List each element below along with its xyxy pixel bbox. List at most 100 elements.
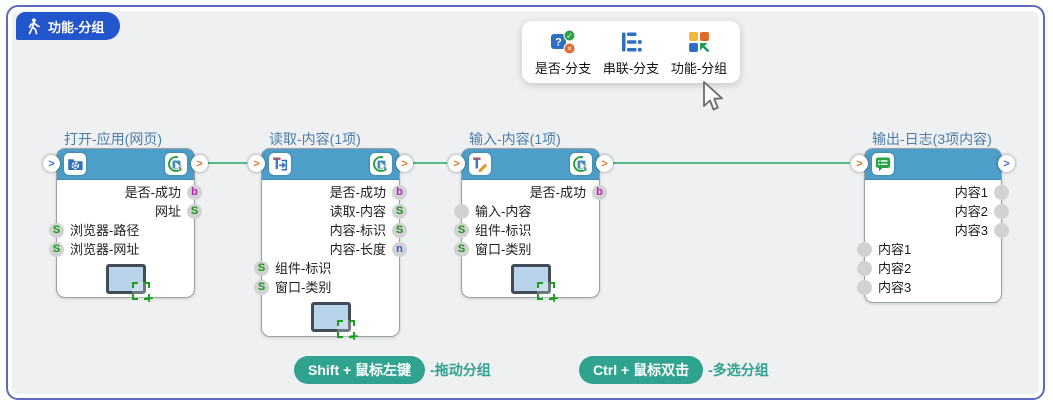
connection-wire[interactable] [412, 162, 447, 164]
data-port[interactable] [857, 280, 872, 295]
param-label: 内容1 [878, 242, 912, 257]
param-label: 内容-标识 [329, 223, 386, 238]
data-port[interactable]: S [392, 204, 407, 219]
param-label: 网址 [154, 204, 181, 219]
data-port[interactable]: S [49, 242, 64, 257]
svg-text:?: ? [555, 37, 562, 49]
data-port[interactable]: S [392, 223, 407, 238]
mouse-cursor-icon [702, 81, 726, 118]
shortcut-description: -多选分组 [708, 362, 769, 378]
node-header[interactable]: >> [448, 149, 613, 180]
param-label: 内容-长度 [329, 242, 386, 257]
palette-item-condition-branch[interactable]: ? ✓ ✕ 是否-分支 [534, 28, 592, 77]
palette-item-function-group[interactable]: 功能-分组 [670, 28, 728, 77]
selection-box-icon [536, 282, 555, 300]
node-header[interactable]: >> [43, 149, 208, 180]
param-row: 内容1 [865, 183, 1009, 202]
param-row: 内容3 [857, 278, 1001, 297]
data-port[interactable]: S [254, 280, 269, 295]
data-port[interactable] [994, 185, 1009, 200]
target-element-thumbnail[interactable]: + [510, 264, 559, 307]
param-row: 内容-长度 n [262, 240, 407, 259]
plus-icon: + [349, 328, 359, 345]
selection-box-icon [336, 320, 355, 338]
param-label: 组件-标识 [275, 261, 332, 276]
target-element-thumbnail[interactable]: + [310, 302, 359, 345]
text-read-icon [269, 153, 291, 175]
node-title: 打开-应用(网页) [64, 131, 162, 147]
node-header[interactable]: >> [248, 149, 413, 180]
param-label: 内容2 [878, 261, 912, 276]
data-port[interactable] [857, 242, 872, 257]
shortcut-hint-multiselect: Ctrl + 鼠标双击 -多选分组 [579, 356, 769, 384]
data-port[interactable]: b [187, 185, 202, 200]
flow-in-port[interactable]: > [248, 155, 265, 172]
shortcut-hint-drag: Shift + 鼠标左键 -拖动分组 [294, 356, 491, 384]
walking-person-icon [26, 17, 41, 35]
flow-out-port[interactable]: > [191, 155, 208, 172]
element-picker-button[interactable] [570, 153, 592, 175]
data-port[interactable]: S [254, 261, 269, 276]
connection-wire[interactable] [612, 162, 850, 164]
flow-out-port[interactable]: > [998, 155, 1015, 172]
shortcut-description: -拖动分组 [430, 362, 491, 378]
condition-branch-icon: ? ✓ ✕ [550, 28, 576, 56]
shortcut-key-badge: Shift + 鼠标左键 [294, 356, 426, 384]
group-badge-label: 功能-分组 [48, 19, 105, 35]
flow-in-port[interactable]: > [43, 155, 60, 172]
param-row: 内容1 [857, 240, 1001, 259]
selection-box-icon [131, 282, 150, 300]
node-header[interactable]: >> [851, 149, 1015, 180]
data-port[interactable]: S [187, 204, 202, 219]
data-port[interactable]: S [49, 223, 64, 238]
plus-icon: + [549, 290, 559, 307]
palette-item-serial-branch[interactable]: 串联-分支 [602, 28, 660, 77]
plus-icon: + [144, 290, 154, 307]
flow-in-port[interactable]: > [851, 155, 868, 172]
flow-canvas[interactable]: 功能-分组 ? ✓ ✕ 是否-分支 [6, 5, 1045, 400]
element-picker-button[interactable] [370, 153, 392, 175]
element-picker-button[interactable] [165, 153, 187, 175]
param-row: 输入-内容 [454, 202, 599, 221]
data-port[interactable] [994, 223, 1009, 238]
param-row: 内容-标识 S [262, 221, 407, 240]
data-port[interactable] [857, 261, 872, 276]
data-port[interactable]: S [454, 223, 469, 238]
param-row: 内容2 [865, 202, 1009, 221]
param-row: 内容3 [865, 221, 1009, 240]
param-label: 内容3 [878, 280, 912, 295]
group-badge[interactable]: 功能-分组 [16, 12, 121, 40]
node-title: 读取-内容(1项) [269, 131, 361, 147]
function-group-icon [686, 28, 712, 56]
target-element-thumbnail[interactable]: + [105, 264, 154, 307]
data-port[interactable]: b [592, 185, 607, 200]
data-port[interactable]: S [454, 242, 469, 257]
flow-out-port[interactable]: > [596, 155, 613, 172]
data-port[interactable]: b [392, 185, 407, 200]
param-row: 网址 S [57, 202, 202, 221]
data-port[interactable]: n [392, 242, 407, 257]
serial-branch-icon [618, 28, 644, 56]
flow-out-port[interactable]: > [396, 155, 413, 172]
connection-wire[interactable] [207, 162, 247, 164]
param-label: 是否-成功 [329, 185, 386, 200]
flow-in-port[interactable]: > [448, 155, 465, 172]
log-bubble-icon [872, 153, 894, 175]
data-port[interactable] [994, 204, 1009, 219]
svg-text:✓: ✓ [566, 31, 573, 40]
svg-text:✕: ✕ [567, 46, 573, 53]
param-label: 窗口-类别 [475, 242, 532, 257]
data-port[interactable] [454, 204, 469, 219]
param-label: 内容1 [954, 185, 988, 200]
